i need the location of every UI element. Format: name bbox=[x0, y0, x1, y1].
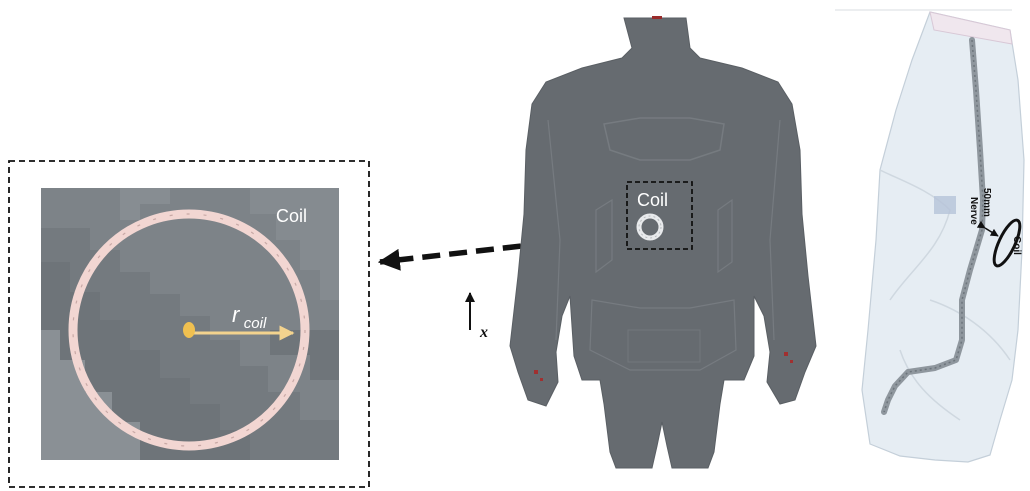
radius-subscript: coil bbox=[244, 315, 267, 332]
x-axis-label: x bbox=[479, 324, 488, 341]
coil-center-marker bbox=[183, 322, 195, 338]
nerve-coil-label: Coil bbox=[1011, 236, 1022, 255]
distance-label: 50mm bbox=[981, 188, 992, 217]
body-phantom bbox=[510, 16, 816, 468]
nerve-label: Nerve bbox=[968, 197, 979, 225]
inset-coil-label: Coil bbox=[276, 206, 307, 226]
body-coil-label: Coil bbox=[637, 190, 668, 210]
nerve-phantom bbox=[835, 10, 1024, 462]
zoom-inset: Coil r coil bbox=[9, 161, 369, 487]
